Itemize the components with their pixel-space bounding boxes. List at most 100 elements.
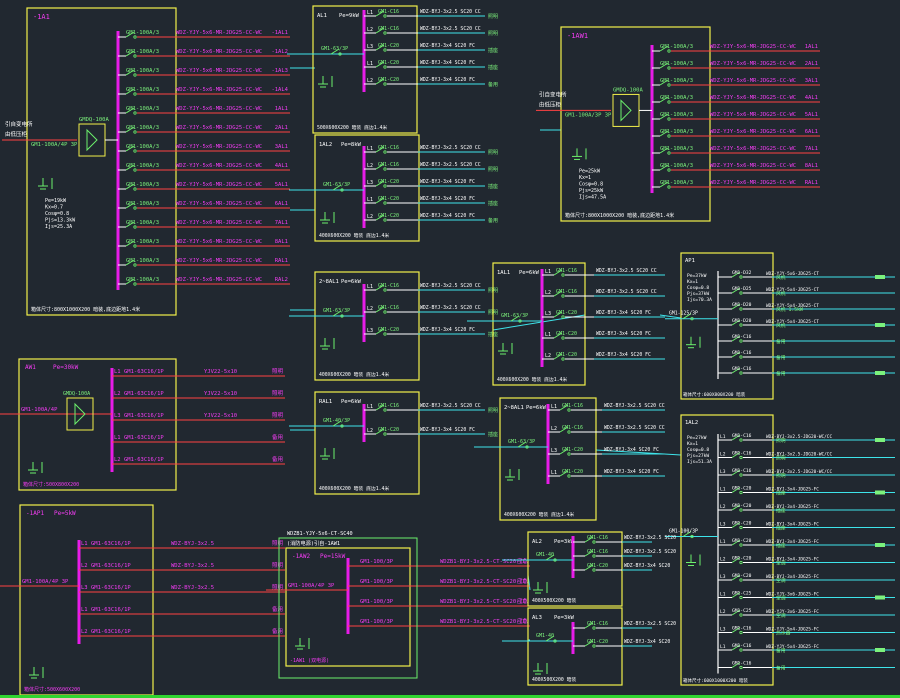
circuit-destination-label: 5AL1: [275, 182, 288, 188]
panel-parameter: Cosφ=0.8: [687, 285, 709, 291]
panel-parameter: Kx=1: [687, 441, 698, 447]
breaker-contact: [731, 287, 741, 294]
breaker-dot: [739, 508, 743, 512]
panel-load-label: Pe=6kW: [519, 270, 540, 276]
breaker-contact: [659, 45, 669, 52]
circuit-destination-label: 8AL1: [275, 239, 288, 245]
panel-parameter: Pjs=25kW: [579, 188, 604, 194]
breaker-dot: [592, 554, 596, 558]
circuit-cable-label: WDZ-BYJ-3x4 SC20 FC: [604, 469, 659, 475]
panel-parameter: Ijs=51.3A: [687, 459, 712, 465]
transfer-switch-symbol: [620, 99, 632, 122]
circuit-breaker-label: GM1-100/3P: [360, 619, 394, 625]
circuit-phase-label: L2: [720, 452, 726, 458]
panel-load-label: Pe=30kW: [53, 364, 79, 371]
breaker-dot: [561, 357, 565, 361]
panel-title: 1AL2: [685, 420, 698, 426]
circuit-destination-label: 1AL1: [275, 106, 288, 112]
circuit-cable-label: WDZ-BYJ-3x2.5 SC20 CC: [420, 403, 481, 409]
breaker-contact: [332, 184, 342, 191]
panel-load-label: Pe=6kW: [341, 399, 362, 405]
breaker-contact: [375, 428, 385, 435]
breaker-dot: [518, 319, 522, 323]
panel-parameter: Kx=1: [579, 175, 591, 181]
breaker-contact: [125, 221, 135, 228]
panel-parameter: Pe=27kW: [687, 435, 707, 441]
circuit-phase-label: L2: [367, 163, 373, 169]
breaker-contact: [659, 79, 669, 86]
circuit-breaker-label: GM1-C20: [732, 486, 752, 492]
circuit-destination-label: 5AL1: [805, 112, 818, 118]
breaker-dot: [383, 332, 387, 336]
breaker-dot: [383, 167, 387, 171]
breaker-dot: [739, 371, 743, 375]
circuit-phase-label: L1: [551, 470, 557, 476]
circuit-phase-label: L1: [720, 644, 726, 650]
breaker-contact: [375, 27, 385, 34]
breaker-dot: [553, 558, 557, 562]
panel-frame: [492, 262, 586, 386]
breaker-dot: [690, 534, 694, 539]
panel-frame: [680, 414, 774, 686]
breaker-contact: [731, 504, 741, 511]
circuit-cable-label: WDZ-YJY-5x6-MR-JDG25-CC-WC: [176, 49, 262, 55]
breaker-contact: [375, 163, 385, 170]
circuit-breaker-label: GM1-C16: [378, 162, 399, 168]
circuit-cable-label: WDZ-YJY-5x4-JDG25-CT: [766, 287, 819, 293]
terminal-marker: [875, 438, 885, 442]
circuit-cable-label: WDZ-BYJ-3x4 SC20 FC: [596, 331, 651, 337]
circuit-breaker-label: GM1-C16: [378, 145, 399, 151]
circuit-breaker-label: GM1-100A/3: [660, 78, 693, 84]
circuit-breaker-label: GM1-C16: [732, 626, 752, 632]
circuit-destination-label: 插座: [488, 431, 498, 438]
circuit-breaker-label: GM1-100A/3: [660, 112, 693, 118]
panel-footer-note: 箱体尺寸:500X800X200: [23, 481, 79, 488]
circuit-phase-label: L1: [551, 404, 557, 410]
circuit-destination-label: 插座: [776, 542, 786, 549]
circuit-cable-label: WDZ-YJY-5x6-JDG25-CT: [766, 271, 819, 277]
panel-frame: [26, 7, 177, 316]
circuit-destination-label: RAL1: [805, 180, 818, 186]
circuit-cable-label: WDZ-BYJ-3x2.5 SC20 CC: [420, 145, 481, 151]
circuit-breaker-label: GM1-100A/3: [126, 87, 159, 93]
busbar: [362, 404, 366, 442]
breaker-contact: [659, 113, 669, 120]
panel-header-cable: WDZB1-YJY-5x6-CT-SC40: [287, 531, 353, 537]
breaker-contact: [545, 554, 555, 561]
breaker-dot: [133, 130, 137, 134]
circuit-phase-label: L1: [81, 541, 88, 547]
incoming-breaker-label: GM1-100A/4P 3P: [22, 579, 69, 585]
circuit-breaker-label: GM1-C20: [732, 503, 752, 509]
circuit-cable-label: WDZ-YJY-5x6-MR-JDG25-CC-WC: [176, 258, 262, 264]
panel-parameter: Cosφ=0.8: [687, 447, 709, 453]
breaker-dot: [739, 665, 743, 670]
circuit-cable-label: WDZ-YJY-5x6-MR-JDG25-CC-WC: [176, 30, 262, 36]
circuit-destination-label: 照明: [488, 167, 498, 173]
circuit-breaker-label: GM1-C20: [732, 538, 752, 544]
breaker-contact: [553, 332, 563, 339]
breaker-dot: [567, 430, 571, 434]
circuit-destination-label: 7AL1: [275, 220, 288, 226]
breaker-contact: [682, 531, 692, 537]
circuit-cable-label: WDZ-YJY-5x6-MR-JDG25-CC-WC: [710, 146, 796, 152]
circuit-phase-label: L2: [81, 563, 88, 569]
circuit-destination-label: RAL1: [275, 258, 288, 264]
interconnect-cable: [659, 314, 682, 319]
circuit-cable-label: WDZ-BYJ-3x4 SC20 FC: [420, 43, 475, 49]
circuit-breaker-label: GM1-C20: [378, 213, 399, 219]
circuit-destination-label: -1AL1: [271, 30, 288, 36]
breaker-contact: [125, 202, 135, 209]
panel-load-label: Pe=8kW: [341, 142, 362, 148]
breaker-dot: [739, 578, 743, 582]
